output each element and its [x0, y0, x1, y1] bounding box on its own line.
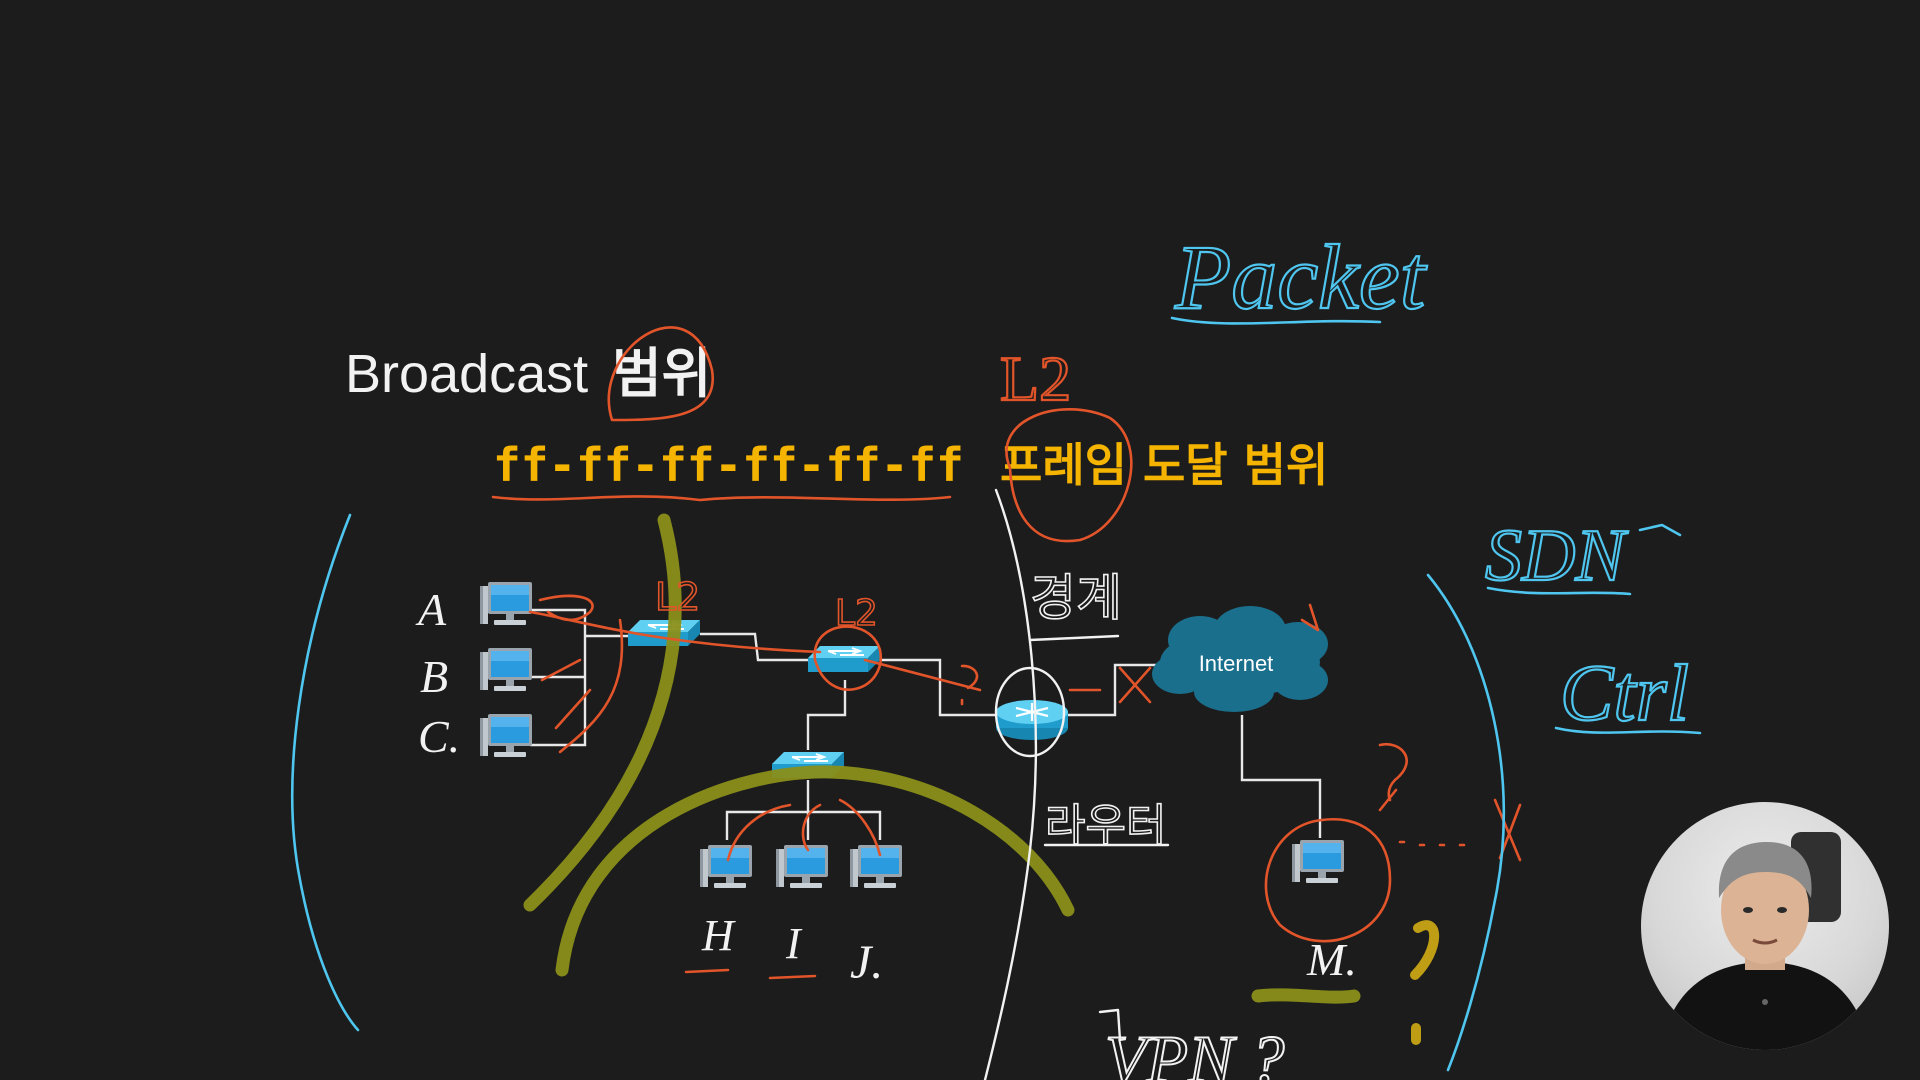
host-label-j: J. — [850, 936, 883, 989]
webcam-presenter — [1641, 802, 1889, 1050]
host-label-h: H — [701, 911, 736, 960]
annotation-vpn: VPN ? — [1105, 1021, 1284, 1080]
annotation-sdn: SDN — [1485, 515, 1628, 597]
computer-icon — [480, 582, 532, 625]
annotation-l2-switch: L2 — [655, 575, 700, 619]
annotation-l2-switch2: L2 — [835, 593, 878, 634]
subtitle-mac: ff-ff-ff-ff-ff-ff — [493, 438, 964, 492]
computer-icon — [1292, 840, 1344, 883]
slide-subtitle: ff-ff-ff-ff-ff-ff 프레임 도달 범위 — [493, 438, 1328, 492]
subtitle-text: 프레임 도달 범위 — [1000, 438, 1328, 492]
annotation-korean-1: 경계 — [1030, 569, 1122, 627]
computer-icon — [850, 845, 902, 888]
orange-annotations: L2 L2 L2 — [491, 326, 1522, 980]
annotation-korean-2: 라우터 — [1045, 800, 1166, 851]
white-annotations: 경계 라우터 — [983, 488, 1170, 1080]
computer-icon — [776, 845, 828, 888]
host-label-m: M. — [1306, 934, 1357, 985]
computer-icon — [480, 714, 532, 757]
title-range: 범위 — [612, 344, 711, 404]
cloud-icon: Internet — [1152, 606, 1328, 712]
computer-icon — [700, 845, 752, 888]
network-wires — [530, 608, 1322, 840]
highlight-strokes — [523, 513, 1440, 1045]
annotation-ctrl: Ctrl — [1560, 650, 1689, 738]
hosts-left-group: A B C. — [415, 582, 532, 762]
host-label-c: C. — [418, 711, 460, 762]
host-label-b: B — [420, 651, 448, 702]
slide-title: Broadcast 범위 — [345, 344, 711, 404]
router-icon — [996, 700, 1068, 740]
cloud-label: Internet — [1199, 651, 1274, 676]
cyan-annotations: Packet SDN Ctrl — [291, 225, 1702, 1072]
host-label-a: A — [415, 584, 447, 635]
hosts-bottom-group: H I J. — [700, 845, 902, 989]
presenter-silhouette — [1661, 832, 1869, 1050]
title-broadcast: Broadcast — [345, 344, 588, 404]
host-label-i: I — [785, 919, 803, 968]
computer-icon — [480, 648, 532, 691]
annotation-l2-top: L2 — [1000, 343, 1071, 414]
annotation-packet: Packet — [1174, 226, 1428, 328]
